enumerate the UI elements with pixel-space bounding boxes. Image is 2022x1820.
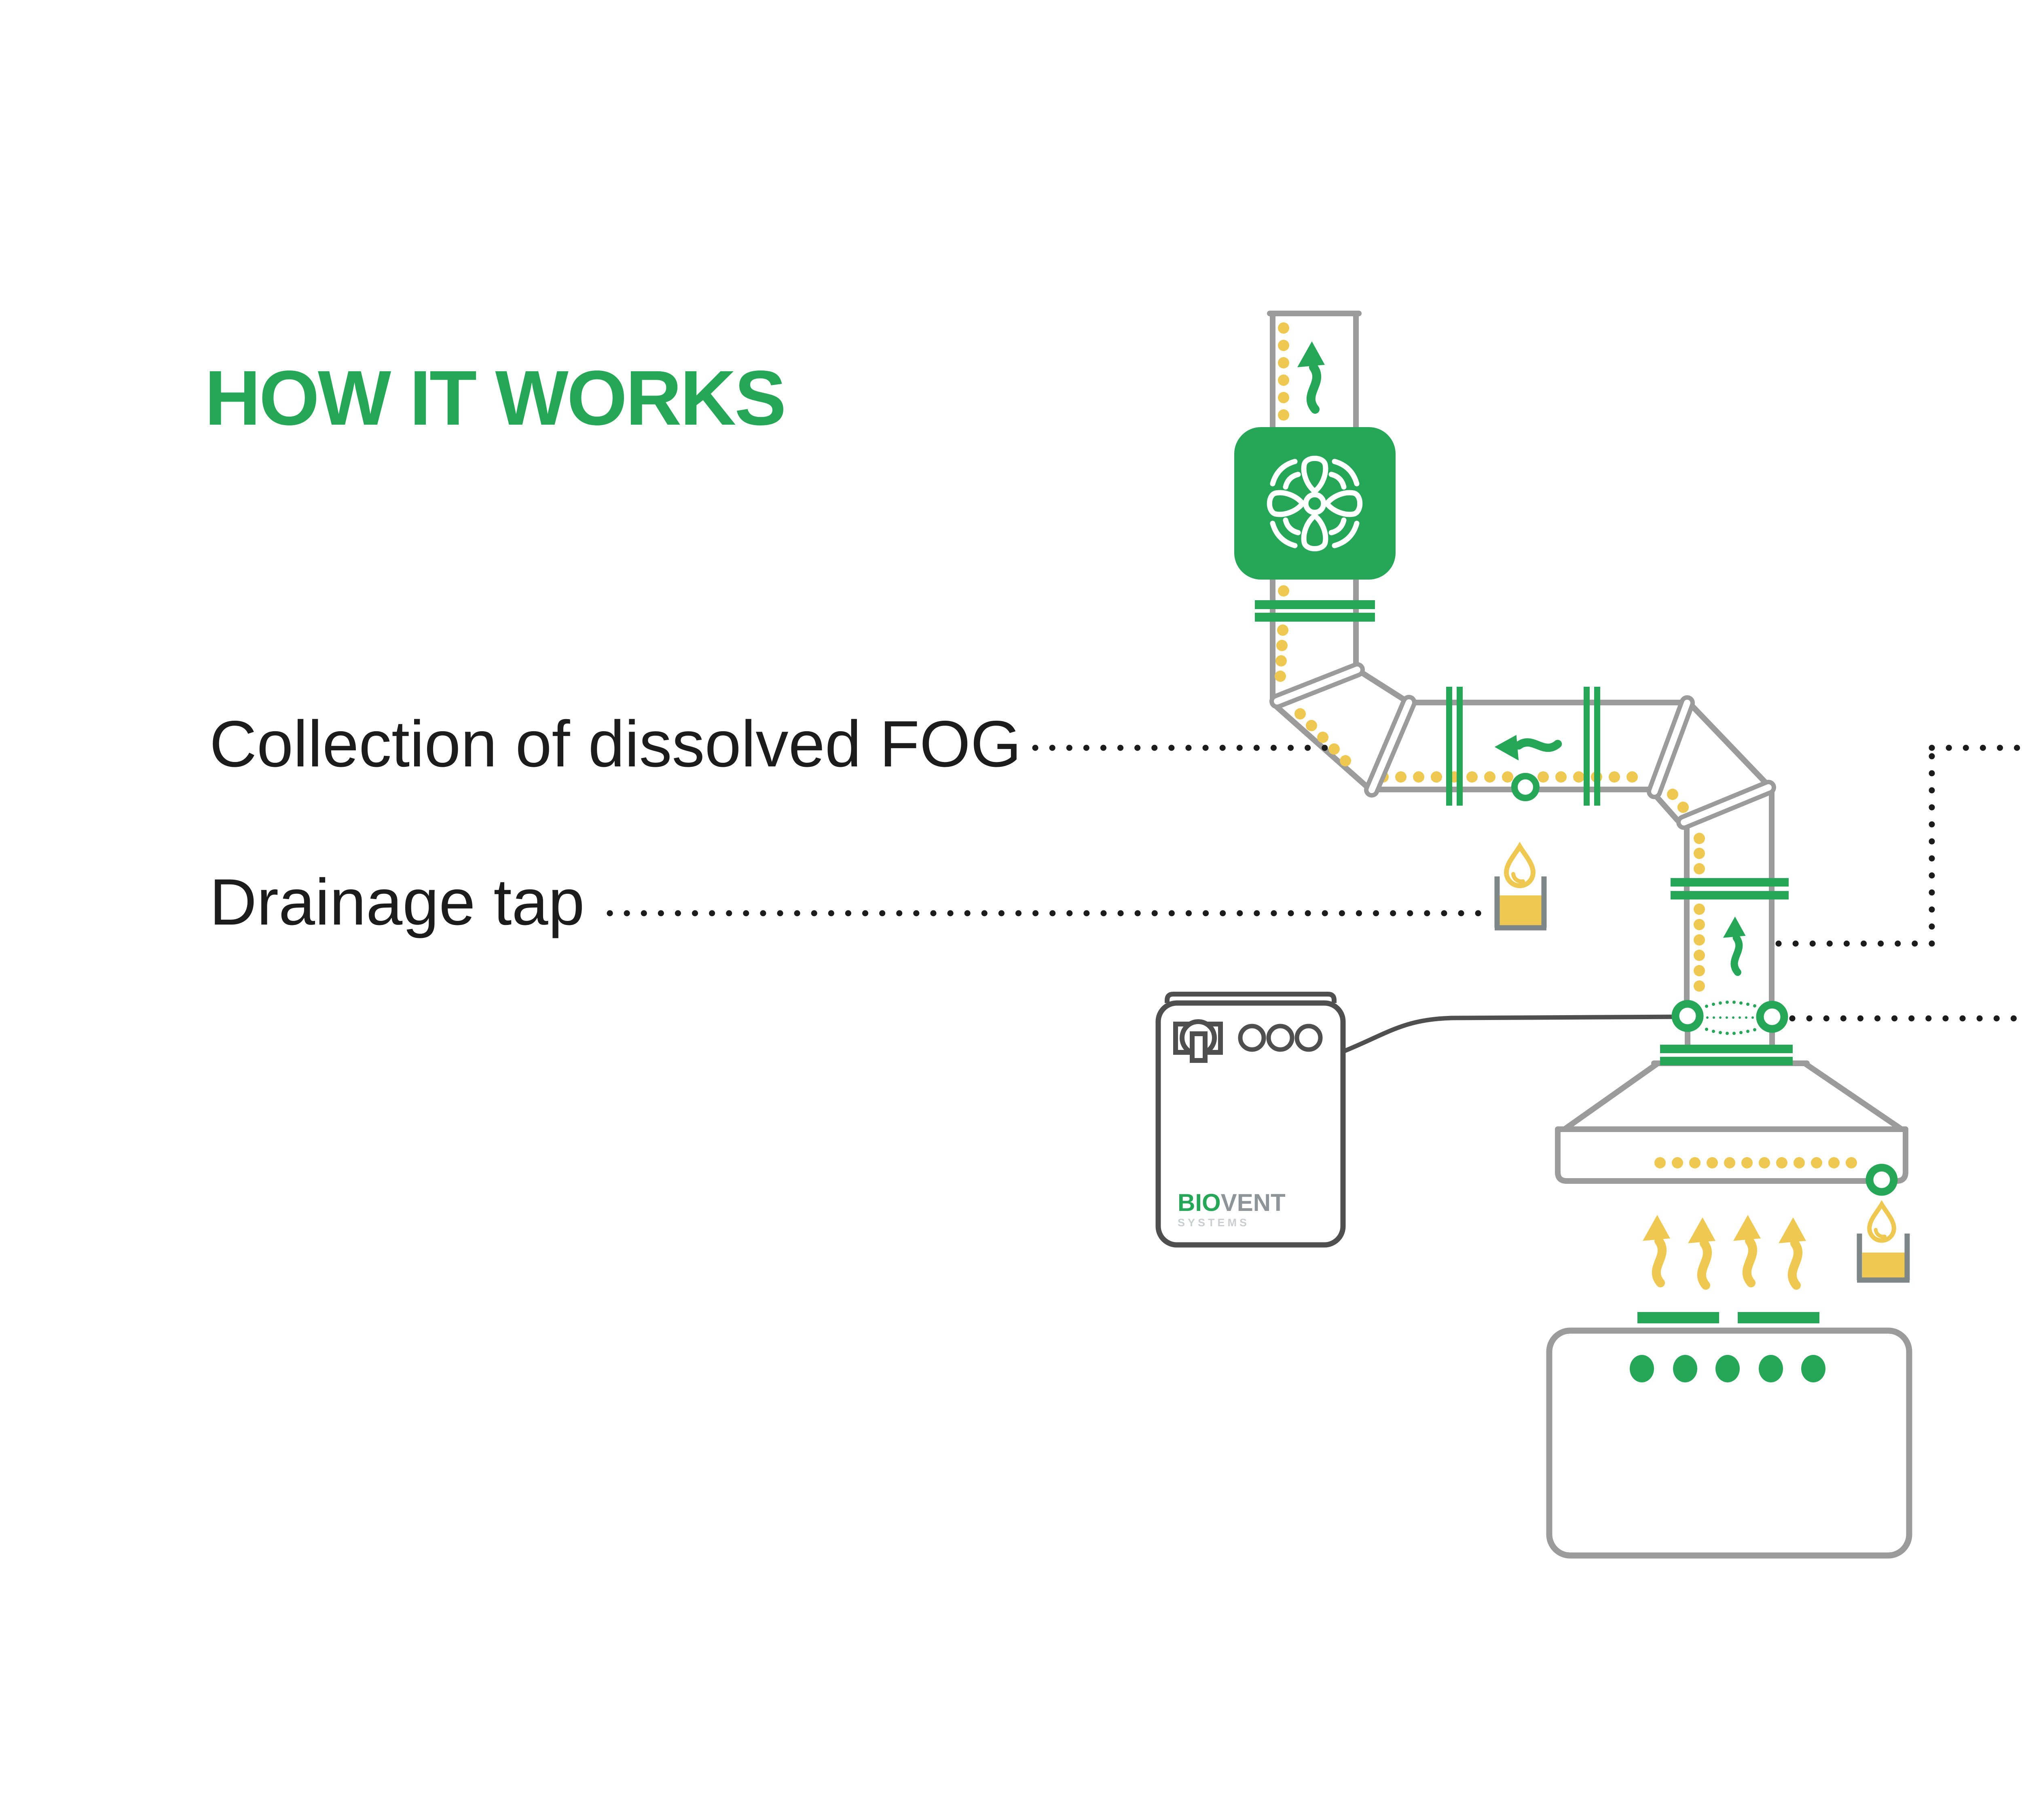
- indicator-circles-icon: [1238, 1024, 1323, 1052]
- duct-flanges: [1255, 600, 1793, 1065]
- stove: [1546, 1312, 1912, 1559]
- extraction-fan-unit: [1234, 427, 1396, 580]
- stove-grate-left: [1637, 1312, 1719, 1323]
- enzyme-dots: [1275, 322, 1857, 1168]
- control-cable: [1342, 1014, 1679, 1054]
- right-elbow-top-edge: [1688, 701, 1768, 785]
- hood-drain-port: [1865, 1164, 1898, 1196]
- hood-left-slope: [1561, 1061, 1660, 1133]
- control-unit-body: [1155, 1000, 1346, 1248]
- control-unit: [1155, 992, 1346, 1248]
- right-elbow-bottom-edge: [1652, 792, 1680, 823]
- spray-mist: [1705, 1001, 1756, 1035]
- fan-blades-icon: [1267, 455, 1363, 552]
- heat-arrow-icon: [1688, 1217, 1715, 1285]
- airflow-arrow-up-riser-icon: [1723, 916, 1746, 972]
- hood-right-slope: [1802, 1061, 1904, 1132]
- heat-arrow-icon: [1779, 1217, 1806, 1285]
- control-unit-lid: [1165, 992, 1337, 1003]
- airflow-arrow-left-icon: [1495, 735, 1558, 760]
- stove-grate-right: [1738, 1312, 1819, 1323]
- brand-logo: BIOVENT SYSTEMS: [1178, 1191, 1286, 1228]
- heat-arrow-icon: [1733, 1215, 1761, 1283]
- left-elbow-top-edge: [1358, 669, 1411, 705]
- label-collection-of-fog: Collection of dissolved FOG: [209, 707, 1022, 781]
- grease-droplet-icon: [1870, 1204, 1894, 1240]
- duct-joints: [1269, 662, 1776, 830]
- brand-bio: BIO: [1178, 1189, 1221, 1216]
- hood-collection-cup-icon: [1857, 1234, 1910, 1283]
- brand-systems: SYSTEMS: [1178, 1217, 1250, 1229]
- grease-droplet-icon: [1506, 847, 1533, 886]
- control-dial-icon: [1173, 1019, 1223, 1063]
- fan-housing: [1234, 427, 1396, 580]
- airflow-arrow-up-top-icon: [1297, 341, 1325, 409]
- brand-vent: VENT: [1220, 1189, 1286, 1216]
- connector-bio-enzymes: [1775, 745, 2022, 947]
- nozzle-stems: [1685, 1029, 1775, 1048]
- duct-drain-port: [1511, 773, 1540, 801]
- stove-burner-knobs: [1630, 1355, 1825, 1382]
- page-title: HOW IT WORKS: [205, 354, 786, 441]
- label-drainage-tap: Drainage tap: [209, 866, 585, 939]
- hood-canopy-band: [1555, 1126, 1908, 1184]
- drainage-cup-icon: [1494, 876, 1547, 931]
- heat-arrow-icon: [1643, 1215, 1670, 1283]
- heat-arrows: [1643, 1215, 1806, 1285]
- nozzle-right-icon: [1756, 1001, 1788, 1033]
- brand-logo-line1: BIOVENT: [1178, 1191, 1286, 1215]
- stove-body: [1546, 1327, 1912, 1559]
- nozzle-left-icon: [1671, 1000, 1704, 1032]
